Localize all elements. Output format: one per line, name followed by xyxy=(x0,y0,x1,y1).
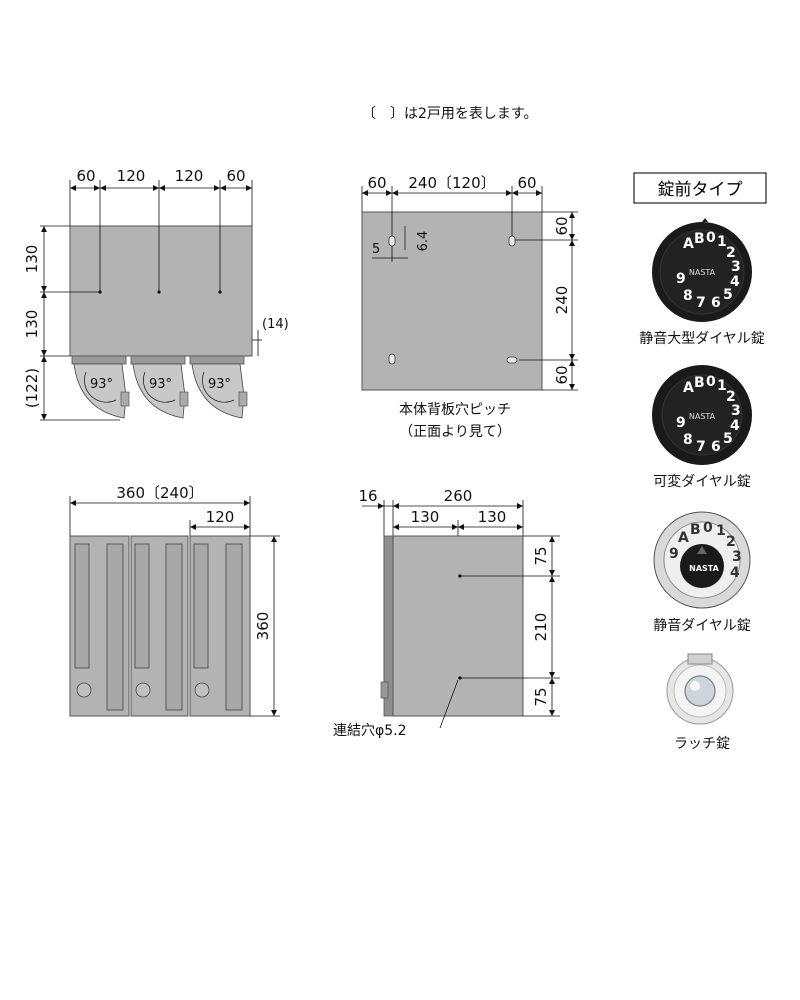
face-height-dim: 360 xyxy=(254,612,272,641)
front-top-dim-3: 120 xyxy=(175,167,204,185)
header-note: 〔 〕は2戸用を表します。 xyxy=(362,106,538,122)
svg-text:3: 3 xyxy=(731,259,741,275)
back-top-dim-3: 60 xyxy=(517,174,536,192)
back-hole-dim-width: 5 xyxy=(372,242,380,257)
svg-text:0: 0 xyxy=(703,520,713,536)
svg-text:3: 3 xyxy=(731,403,741,419)
lock-label-2: 可変ダイヤル錠 xyxy=(653,473,751,490)
side-top-dim-1: 16 xyxy=(358,487,377,505)
dial-1-brand: NASTA xyxy=(689,268,716,277)
side-right-dim-2: 210 xyxy=(532,613,550,642)
opened-doors: 93° 93° 93° xyxy=(71,355,248,419)
dial-1-char-A: A xyxy=(683,236,694,252)
svg-text:1: 1 xyxy=(717,378,727,394)
silent-dial-icon: NASTA A B 0 1 2 3 4 9 xyxy=(653,511,751,609)
door-angle-3: 93° xyxy=(208,377,231,392)
side-right-dim-1: 75 xyxy=(532,546,550,565)
svg-text:B: B xyxy=(690,522,701,538)
front-face-view: 360〔240〕 120 360 xyxy=(69,484,280,717)
back-top-dim-1: 60 xyxy=(367,174,386,192)
front-left-dim-2: 130 xyxy=(23,310,41,339)
back-right-dim-2: 240 xyxy=(553,286,571,315)
side-sub-dim-2: 130 xyxy=(478,508,507,526)
svg-text:A: A xyxy=(678,530,689,546)
svg-text:6: 6 xyxy=(711,439,721,455)
face-width-dim: 360〔240〕 xyxy=(116,484,203,502)
lock-types-panel: 錠前タイプ NASTA A B 0 1 2 3 4 5 6 7 8 9 静音大型… xyxy=(633,172,767,752)
face-unit-dim: 120 xyxy=(206,508,235,526)
side-sub-dim-1: 130 xyxy=(411,508,440,526)
svg-text:4: 4 xyxy=(730,418,740,434)
svg-text:5: 5 xyxy=(723,431,733,447)
svg-text:3: 3 xyxy=(732,549,742,565)
svg-text:7: 7 xyxy=(696,295,706,311)
large-silent-dial-icon: NASTA A B 0 1 2 3 4 5 6 7 8 9 xyxy=(652,218,752,322)
lock-label-3: 静音ダイヤル錠 xyxy=(653,617,751,634)
back-caption-line2: （正面より見て） xyxy=(399,424,511,440)
svg-text:2: 2 xyxy=(726,389,736,405)
front-body xyxy=(69,225,253,357)
svg-text:0: 0 xyxy=(706,230,716,246)
back-caption-line1: 本体背板穴ピッチ xyxy=(399,402,511,418)
dial-2-brand: NASTA xyxy=(689,412,716,421)
svg-text:9: 9 xyxy=(676,415,686,431)
side-top-dim-2: 260 xyxy=(444,487,473,505)
svg-text:2: 2 xyxy=(726,534,736,550)
lock-label-4: ラッチ錠 xyxy=(674,736,730,752)
front-top-dim-2: 120 xyxy=(117,167,146,185)
svg-text:A: A xyxy=(683,380,694,396)
dial-3-brand: NASTA xyxy=(689,564,719,573)
svg-text:4: 4 xyxy=(730,274,740,290)
lock-label-1: 静音大型ダイヤル錠 xyxy=(639,330,765,347)
svg-text:4: 4 xyxy=(730,565,740,581)
svg-text:2: 2 xyxy=(726,245,736,261)
svg-text:1: 1 xyxy=(716,523,726,539)
svg-text:7: 7 xyxy=(696,439,706,455)
side-view: 16 260 130 130 75 210 75 連結穴φ5.2 xyxy=(333,487,560,739)
front-view: 60 120 120 60 130 130 (122) (14) xyxy=(23,167,289,421)
front-top-dim-4: 60 xyxy=(226,167,245,185)
back-right-dim-3: 60 xyxy=(553,365,571,384)
variable-dial-icon: NASTA A B 0 1 2 3 4 5 6 7 8 9 xyxy=(652,365,752,465)
back-right-dim-1: 60 xyxy=(553,216,571,235)
lock-title: 錠前タイプ xyxy=(658,180,743,200)
svg-text:9: 9 xyxy=(676,271,686,287)
front-top-dim-1: 60 xyxy=(76,167,95,185)
back-view: 60 240〔120〕 60 5 6.4 60 240 60 本体背板穴ピッチ … xyxy=(361,174,578,440)
svg-text:1: 1 xyxy=(717,234,727,250)
svg-text:B: B xyxy=(694,375,705,391)
svg-text:0: 0 xyxy=(706,374,716,390)
front-side-dim: (14) xyxy=(262,317,289,332)
back-top-dim-2: 240〔120〕 xyxy=(408,174,495,192)
svg-text:9: 9 xyxy=(669,546,679,562)
svg-text:5: 5 xyxy=(723,287,733,303)
dial-1-teeth xyxy=(702,218,708,222)
back-hole-dim-height: 6.4 xyxy=(416,231,431,252)
side-body xyxy=(392,535,524,717)
front-left-dim-1: 130 xyxy=(23,245,41,274)
front-left-dim-3: (122) xyxy=(23,368,41,408)
lock-title-box xyxy=(633,172,767,204)
latch-lock-icon xyxy=(666,653,734,725)
door-angle-2: 93° xyxy=(149,377,172,392)
svg-text:8: 8 xyxy=(683,288,693,304)
side-hole-label: 連結穴φ5.2 xyxy=(333,723,407,739)
svg-text:B: B xyxy=(694,231,705,247)
side-right-dim-3: 75 xyxy=(532,687,550,706)
door-angle-1: 93° xyxy=(90,377,113,392)
svg-text:8: 8 xyxy=(683,432,693,448)
svg-text:6: 6 xyxy=(711,295,721,311)
